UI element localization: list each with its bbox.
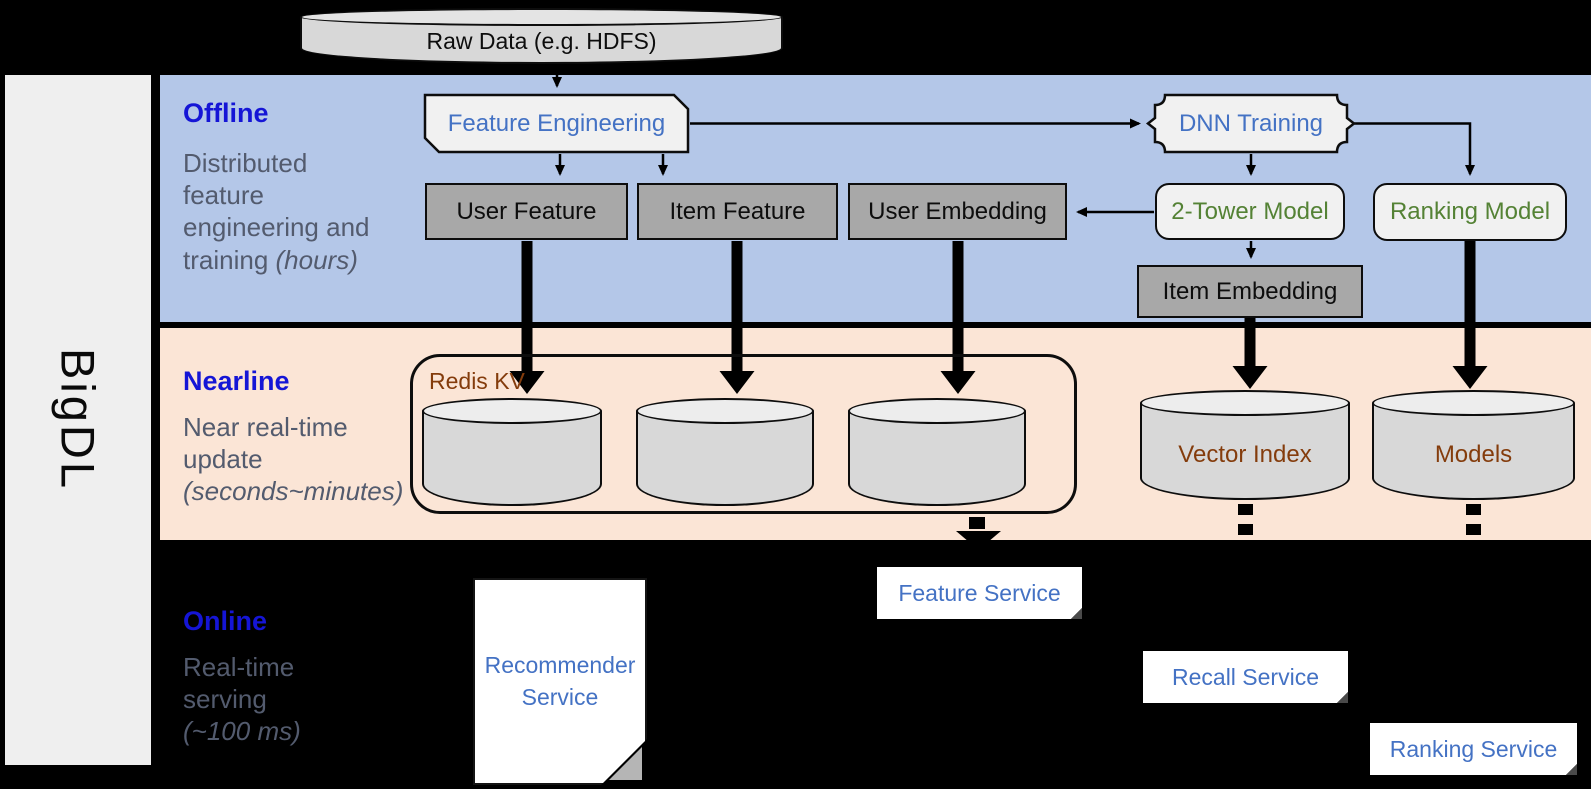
cylinder-top xyxy=(422,398,602,424)
online-description-italic: (~100 ms) xyxy=(183,716,301,747)
offline-title: Offline xyxy=(183,98,269,128)
dash-models-2 xyxy=(1466,524,1481,535)
raw-data-cylinder: Raw Data (e.g. HDFS) xyxy=(300,8,783,64)
nearline-title: Nearline xyxy=(183,366,290,396)
recall-service-node: Recall Service xyxy=(1143,651,1350,705)
user-feature-node: User Feature xyxy=(425,183,628,240)
cylinder-body xyxy=(848,411,1026,506)
cylinder-body xyxy=(422,411,602,506)
dnn-training-shape xyxy=(1145,93,1357,154)
feature-engineering-shape xyxy=(423,93,690,154)
dash-vector-index-1 xyxy=(1238,504,1253,515)
dash-redis-to-feature-service xyxy=(969,517,985,529)
user-embedding-node: User Embedding xyxy=(848,183,1067,240)
cylinder-body xyxy=(636,411,814,506)
vector-index-cylinder: Vector Index xyxy=(1140,390,1350,500)
thick-arrow-item-embedding-to-vector-index xyxy=(1232,318,1268,389)
nearline-description-text: Near real-time update xyxy=(183,412,348,475)
vector-index-label: Vector Index xyxy=(1178,440,1312,468)
thick-arrow-user-feature-to-redis xyxy=(509,241,545,394)
raw-data-label: Raw Data (e.g. HDFS) xyxy=(426,28,657,54)
offline-description-italic: (hours) xyxy=(268,244,358,275)
nearline-description: Near real-time update (seconds~minutes) xyxy=(183,411,418,508)
feature-engineering-node: Feature Engineering xyxy=(447,109,666,137)
cylinder-top xyxy=(1140,390,1350,416)
redis-kv-label: Redis KV xyxy=(429,368,525,394)
online-label-block: Online Real-time serving (~100 ms) xyxy=(183,606,341,748)
models-label: Models xyxy=(1434,440,1513,468)
ranking-service-node: Ranking Service xyxy=(1370,723,1579,777)
dash-models-1 xyxy=(1466,504,1481,515)
thick-arrow-ranking-model-to-models xyxy=(1452,241,1488,389)
thick-arrow-item-feature-to-redis xyxy=(719,241,755,394)
redis-store-cylinder-3 xyxy=(848,398,1026,506)
cylinder-top xyxy=(848,398,1026,424)
recommender-service-node: Recommender Service xyxy=(473,578,647,785)
feature-service-node: Feature Service xyxy=(877,567,1084,621)
models-cylinder: Models xyxy=(1372,390,1575,500)
dash-vector-index-2 xyxy=(1238,524,1253,535)
dnn-training-node: DNN Training xyxy=(1178,109,1324,137)
arrow-dnn-to-ranking-model xyxy=(1348,122,1475,176)
bigdl-logo-text: BigDL xyxy=(51,348,105,492)
item-embedding-node: Item Embedding xyxy=(1137,265,1363,318)
offline-label-block: Offline Distributed feature engineering … xyxy=(183,98,391,276)
redis-store-cylinder-2 xyxy=(636,398,814,506)
nearline-label-block: Nearline Near real-time update (seconds~… xyxy=(183,366,418,508)
item-feature-node: Item Feature xyxy=(637,183,838,240)
two-tower-model-node: 2-Tower Model xyxy=(1155,183,1345,240)
online-description: Real-time serving (~100 ms) xyxy=(183,651,341,748)
online-description-text: Real-time serving xyxy=(183,652,295,715)
nearline-description-italic: (seconds~minutes) xyxy=(183,476,404,507)
cylinder-top xyxy=(1372,390,1575,416)
bigdl-sidebar: BigDL xyxy=(5,75,151,765)
cylinder-body: Models xyxy=(1372,403,1575,500)
ranking-model-node: Ranking Model xyxy=(1373,183,1567,241)
dash-arrowhead-feature-service xyxy=(956,531,1001,550)
offline-description-text: Distributed feature engineering and trai… xyxy=(183,148,370,275)
thick-arrow-user-embedding-to-redis xyxy=(940,241,976,394)
offline-description: Distributed feature engineering and trai… xyxy=(183,147,391,276)
raw-data-top xyxy=(300,8,783,26)
online-title: Online xyxy=(183,606,268,636)
cylinder-body: Vector Index xyxy=(1140,403,1350,500)
redis-store-cylinder-1 xyxy=(422,398,602,506)
cylinder-top xyxy=(636,398,814,424)
redis-kv-container: Redis KV xyxy=(410,354,1077,514)
